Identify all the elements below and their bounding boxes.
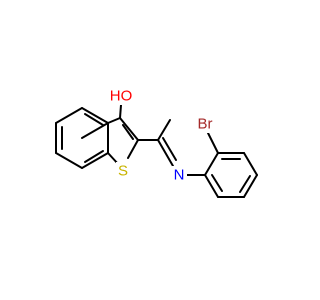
atom-label-br: Br — [198, 116, 213, 133]
bond — [204, 152, 219, 176]
bond-inner — [122, 124, 134, 140]
bond — [157, 119, 171, 141]
bond — [204, 174, 219, 198]
bond-inner — [84, 150, 104, 163]
bond-inner — [84, 113, 104, 126]
bond — [81, 152, 109, 169]
bond-layer — [55, 104, 258, 198]
bond — [207, 132, 219, 154]
atom-label-s: S — [118, 163, 128, 180]
atom-sulfur: S — [116, 162, 130, 180]
bond-inner — [239, 175, 251, 193]
atom-nitrogen: N — [172, 166, 187, 184]
bond — [55, 107, 83, 124]
bond — [243, 152, 258, 176]
atom-label-layer: HO S N Br — [110, 87, 217, 184]
atom-bromine: Br — [193, 115, 217, 133]
atom-hydroxyl: HO — [110, 87, 134, 105]
bond — [243, 174, 258, 198]
bond — [119, 104, 122, 119]
bond — [81, 107, 109, 124]
atom-label-n: N — [174, 167, 185, 184]
bond — [55, 152, 83, 169]
bond — [81, 122, 109, 139]
bond-inner — [162, 137, 177, 161]
bond — [107, 117, 121, 124]
structure-diagram: HO S N Br — [55, 87, 258, 198]
bond — [157, 139, 174, 167]
bond — [127, 139, 139, 159]
bond — [119, 117, 139, 141]
bond-inner — [211, 174, 223, 192]
atom-label-oh: HO — [110, 88, 133, 105]
